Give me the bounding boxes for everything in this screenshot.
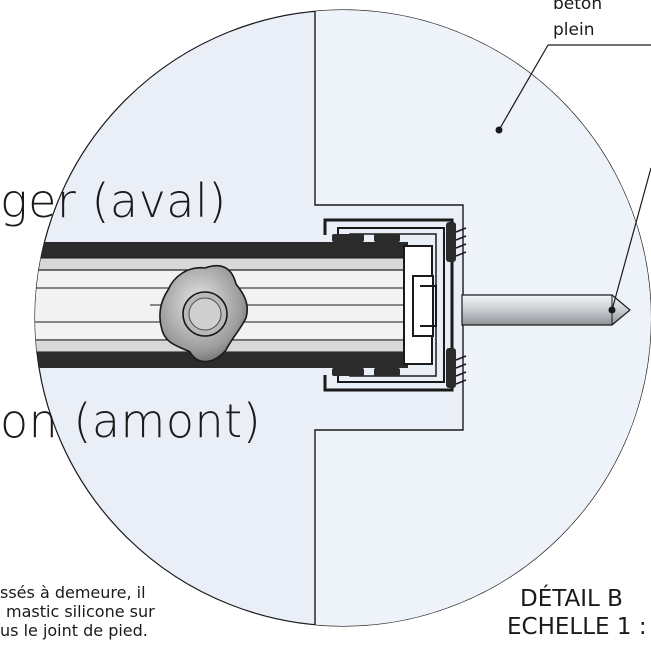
note-line-3: us le joint de pied. <box>0 621 148 640</box>
note-line-2: mastic silicone sur <box>6 602 155 621</box>
detail-title: DÉTAIL B <box>520 586 623 612</box>
label-upstream: on (amont) <box>0 394 262 448</box>
material-label-line1: béton <box>553 0 603 14</box>
star-knob <box>159 264 249 363</box>
label-downstream: ger (aval) <box>0 174 227 228</box>
leader-line-rod <box>611 167 651 311</box>
note-line-1: ssés à demeure, il <box>0 583 146 602</box>
anchor-rod <box>461 294 631 326</box>
bolt-heads <box>332 222 456 388</box>
leader-line-concrete <box>498 44 549 131</box>
detail-scale: ECHELLE 1 : <box>507 614 647 640</box>
material-label-line2: plein <box>553 20 595 40</box>
spring-coils <box>455 227 467 385</box>
